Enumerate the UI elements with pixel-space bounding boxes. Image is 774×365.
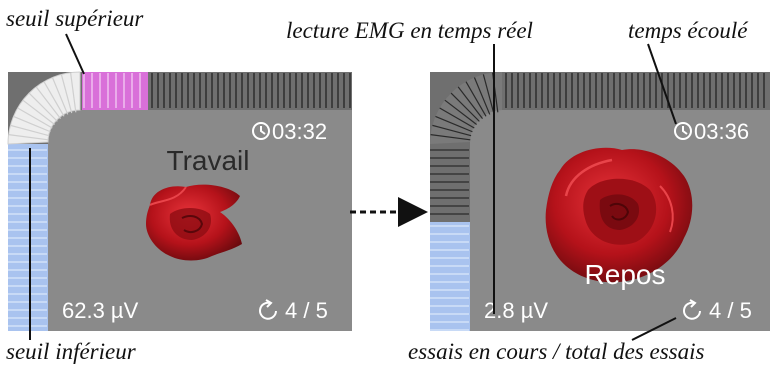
gauge-arc-ticks [8,72,77,141]
annotation-realtime-emg: lecture EMG en temps réel [286,18,533,43]
gauge-tick [473,77,491,115]
gauge-tick [10,124,50,137]
gauge-tick [43,81,65,117]
clock-icon [674,122,692,140]
leader-line [631,317,677,341]
gauge-tick [450,92,480,122]
rose-image [545,147,693,283]
gauge-tick [60,74,73,114]
screen-rest: 03:36 Repos 2.8 µV 4 / 5 [430,72,770,331]
gauge-tick [51,77,69,115]
gauge-tick [457,86,483,119]
gauge-tick [17,107,53,129]
gauge-tick [28,92,58,122]
gauge-tick [22,99,55,125]
gauge-tick [70,72,77,113]
elapsed-time: 03:36 [694,119,749,144]
rose-image [146,184,242,261]
trial-counter: 4 / 5 [285,298,328,323]
screen-work: 03:32 Travail 62.3 µV 4 / 5 [7,71,352,331]
leader-line [647,43,677,125]
state-label: Travail [167,145,250,176]
emg-reading: 62.3 µV [62,298,139,323]
gauge-tick [435,115,473,133]
gauge-top-ticks [83,73,351,108]
gauge-left-ticks [430,149,469,331]
state-label: Repos [585,259,666,290]
gauge-tick [13,115,51,133]
trial-counter: 4 / 5 [709,298,752,323]
gauge-tick [482,74,495,114]
leader-line [65,33,85,75]
gauge-lower-threshold-zone [430,222,470,331]
gauge-tick [432,124,472,137]
gauge-tick [8,134,49,141]
gauge-tick [465,81,487,117]
gauge-upper-threshold-zone [82,72,148,110]
annotation-elapsed-time: temps écoulé [628,18,749,43]
gauge-tick [35,86,61,119]
gauge-tick [444,99,477,125]
repeat-icon [259,299,277,320]
elapsed-time: 03:32 [272,119,327,144]
gauge-tick [439,107,475,129]
annotation-upper-threshold: seuil supérieur [6,6,144,31]
annotation-lower-threshold: seuil inférieur [6,339,137,364]
gauge-top-ticks [505,73,765,108]
repeat-icon [683,299,701,320]
annotation-trials: essais en cours / total des essais [408,339,704,364]
clock-icon [252,122,270,140]
gauge-arc-ticks [430,72,499,141]
gauge-left-ticks [8,149,47,327]
gauge-tick [430,134,471,141]
